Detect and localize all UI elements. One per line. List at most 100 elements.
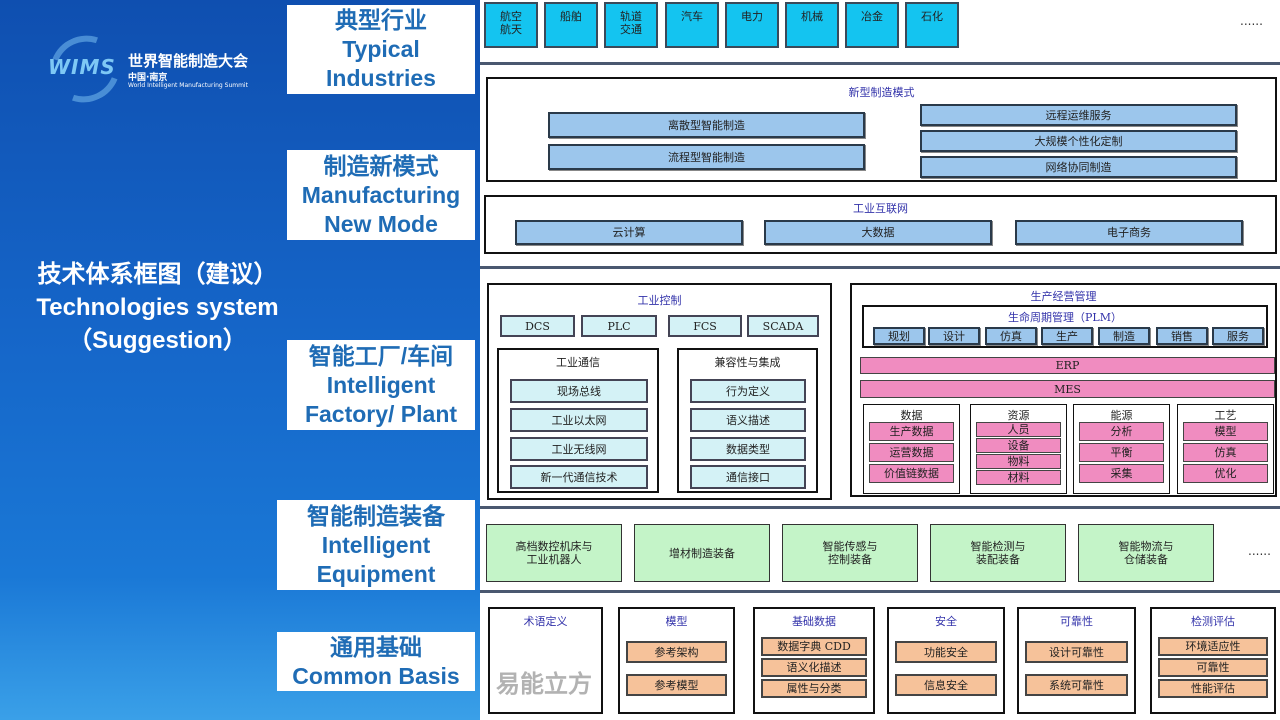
industry-box: 机械 [785, 2, 839, 48]
basis-title: 检测评估 [1191, 615, 1235, 628]
mode-box: 大规模个性化定制 [920, 130, 1237, 152]
group-item: 物料 [976, 454, 1061, 469]
divider [480, 590, 1280, 593]
group-item: 运营数据 [869, 443, 954, 462]
divider [480, 266, 1280, 269]
basis-item: 信息安全 [895, 674, 997, 696]
basis-item: 语义化描述 [761, 658, 867, 677]
mode-box: 流程型智能制造 [548, 144, 865, 170]
plm-title: 生命周期管理（PLM） [1008, 311, 1122, 324]
group-title: 资源 [1007, 409, 1030, 422]
heading-en: Technologies system [36, 294, 279, 321]
comm-item: 现场总线 [510, 379, 648, 403]
basis-item: 数据字典 CDD [761, 637, 867, 656]
mode-box: 远程运维服务 [920, 104, 1237, 126]
group-item: 生产数据 [869, 422, 954, 441]
group-item: 模型 [1183, 422, 1268, 441]
basis-item: 可靠性 [1158, 658, 1268, 677]
equipment-box: 增材制造装备 [634, 524, 770, 582]
plm-item: 仿真 [985, 327, 1037, 345]
basis-frame [488, 607, 603, 714]
basis-title: 模型 [665, 615, 688, 628]
group-item: 采集 [1079, 464, 1164, 483]
slide-heading: 技术体系框图（建议） Technologies system （Suggesti… [0, 258, 315, 357]
label-en: Typical [342, 36, 420, 62]
compat-item: 数据类型 [690, 437, 806, 461]
label-cn: 制造新模式 [323, 152, 439, 179]
divider [480, 62, 1280, 65]
system-box: SCADA [747, 315, 819, 337]
comm-item: 工业无线网 [510, 437, 648, 461]
label-cn: 通用基础 [330, 633, 422, 660]
industry-box: 石化 [905, 2, 959, 48]
group-title: 数据 [900, 409, 923, 422]
group-item: 仿真 [1183, 443, 1268, 462]
basis-item: 环境适应性 [1158, 637, 1268, 656]
mes-bar: MES [860, 380, 1275, 398]
group-item: 材料 [976, 470, 1061, 485]
group-title: 能源 [1110, 409, 1133, 422]
internet-box: 云计算 [515, 220, 743, 245]
plm-item: 规划 [873, 327, 925, 345]
plm-item: 生产 [1041, 327, 1093, 345]
compat-item: 通信接口 [690, 465, 806, 489]
group-item: 设备 [976, 438, 1061, 453]
label-en: Manufacturing [301, 181, 461, 208]
system-box: DCS [500, 315, 575, 337]
basis-item: 功能安全 [895, 641, 997, 663]
industry-box: 电力 [725, 2, 779, 48]
system-box: PLC [581, 315, 657, 337]
divider [480, 506, 1280, 509]
compat-title: 兼容性与集成 [714, 356, 781, 369]
label-en: Intelligent [321, 531, 431, 558]
equipment-box: 智能传感与 控制装备 [782, 524, 918, 582]
equipment-box: 高档数控机床与 工业机器人 [486, 524, 622, 582]
group-item: 价值链数据 [869, 464, 954, 483]
group-item: 平衡 [1079, 443, 1164, 462]
comm-title: 工业通信 [556, 356, 600, 369]
logo-mark: WIMS [48, 55, 116, 79]
compat-item: 行为定义 [690, 379, 806, 403]
plm-item: 制造 [1098, 327, 1150, 345]
basis-item: 参考模型 [626, 674, 727, 696]
basis-item: 性能评估 [1158, 679, 1268, 698]
plm-item: 设计 [928, 327, 980, 345]
industry-box: 船舶 [544, 2, 598, 48]
label-en: Industries [326, 65, 436, 91]
equipment-box: 智能检测与 装配装备 [930, 524, 1066, 582]
basis-title: 安全 [935, 615, 957, 628]
heading-cn: 技术体系框图（建议） [37, 261, 278, 288]
comm-item: 工业以太网 [510, 408, 648, 432]
watermark: 易能立方 [496, 670, 592, 698]
industry-box: 轨道 交通 [604, 2, 658, 48]
label-en: Intelligent [326, 371, 436, 398]
internet-box: 电子商务 [1015, 220, 1243, 245]
basis-title: 可靠性 [1060, 615, 1093, 628]
plm-item: 销售 [1156, 327, 1208, 345]
group-item: 分析 [1079, 422, 1164, 441]
label-cn: 智能工厂/车间 [308, 342, 454, 369]
mgmt-title: 生产经营管理 [1030, 290, 1097, 303]
wims-logo: WIMS 世界智能制造大会 中国·南京 World Intelligent Ma… [39, 24, 280, 114]
new-mode-title: 新型制造模式 [848, 86, 915, 99]
equipment-box: 智能物流与 仓储装备 [1078, 524, 1214, 582]
label-en: Common Basis [292, 662, 460, 689]
basis-title: 基础数据 [792, 615, 836, 628]
basis-item: 属性与分类 [761, 679, 867, 698]
industry-box: 冶金 [845, 2, 899, 48]
basis-item: 参考架构 [626, 641, 727, 663]
label-cn: 智能制造装备 [307, 502, 445, 529]
internet-title: 工业互联网 [853, 202, 908, 215]
group-item: 优化 [1183, 464, 1268, 483]
mode-box: 离散型智能制造 [548, 112, 865, 138]
label-en: Equipment [316, 560, 436, 587]
group-title: 工艺 [1214, 409, 1237, 422]
basis-item: 设计可靠性 [1025, 641, 1128, 663]
comm-item: 新一代通信技术 [510, 465, 648, 489]
industry-box: 汽车 [665, 2, 719, 48]
